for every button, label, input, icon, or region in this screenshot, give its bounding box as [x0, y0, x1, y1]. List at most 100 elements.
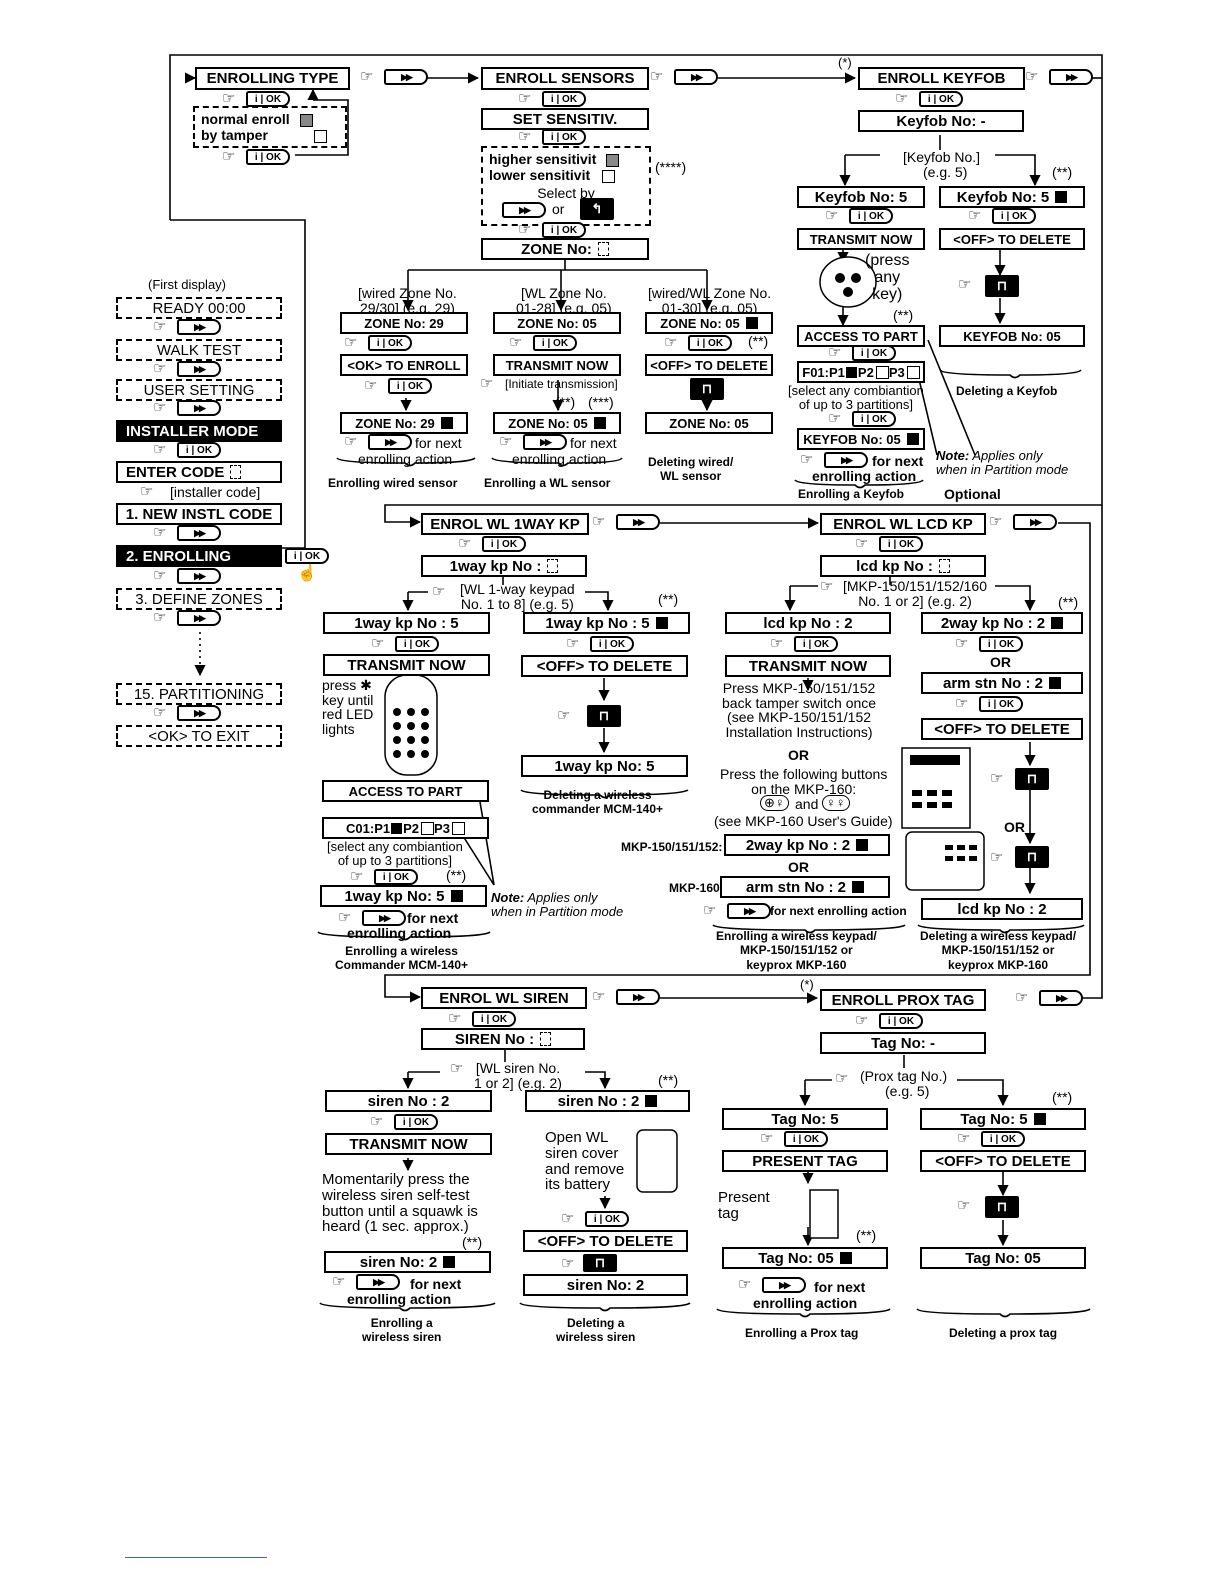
next-key-icon: ▶▶ [824, 452, 868, 468]
for-next-label: for next [415, 435, 462, 451]
next-key-icon: ▶▶ [384, 69, 428, 85]
lcd-kp-no-box: lcd kp No : [820, 555, 986, 577]
next-key-icon: ▶▶ [177, 610, 221, 626]
ok-key: i | OK [285, 548, 329, 564]
next-key-icon: ▶▶ [727, 903, 771, 919]
hand-pointer-icon: ☞ [855, 1012, 869, 1029]
kp-transmit-now-box: TRANSMIT NOW [323, 654, 490, 676]
enrol-wl-lcd-kp-box: ENROL WL LCD KP [820, 513, 986, 535]
zone05-del-box: ZONE No: 05 [645, 312, 773, 334]
tag-no-05-box: Tag No: 05 [722, 1247, 888, 1269]
lcd-off-to-delete-box: <OFF> TO DELETE [921, 718, 1083, 740]
enrolling-action-label: enrolling action [812, 468, 917, 484]
block-cursor-icon [856, 839, 869, 851]
enroll-keyfob-box: ENROLL KEYFOB [858, 67, 1025, 90]
enrolling-action-label: enrolling action [512, 451, 607, 467]
select-partitions-hint: [select any combiantion of up to 3 parti… [327, 839, 463, 868]
hand-pointer-icon: ☞ [561, 1255, 575, 1272]
installer-code-hint: [installer code] [170, 484, 261, 500]
ok-key-icon: i | OK [542, 129, 586, 145]
hand-pointer-icon: ☞ [364, 377, 378, 394]
ok-key-icon: i | OK [395, 636, 439, 652]
keyfob-no-5-box: Keyfob No: 5 [797, 186, 925, 208]
hand-pointer-icon: ☞ [760, 1130, 774, 1147]
next-key-icon: ▶▶ [616, 989, 660, 1005]
keyfob-no-5-del-box: Keyfob No: 5 [939, 186, 1085, 208]
option-by-tamper: by tamper [201, 127, 339, 143]
menu-user-setting: USER SETTING [116, 379, 282, 401]
optional-label: Optional [944, 486, 1001, 502]
menu-installer-mode: INSTALLER MODE [116, 420, 282, 442]
menu-ready: READY 00:00 [116, 297, 282, 319]
select-partitions-hint: [select any combiantion of up to 3 parti… [788, 383, 924, 412]
enrolling-type-box: ENROLLING TYPE [195, 67, 350, 90]
for-next-label: for next [570, 435, 617, 451]
hand-pointer-icon: ☞ [664, 334, 678, 351]
press-mkp160-instructions: Press the following buttons on the MKP-1… [720, 766, 888, 797]
hand-pointer-icon: ☞ [825, 207, 839, 224]
wiredwl-zone-header: [wired/WL Zone No. 01-30] (e.g. 05) [648, 285, 772, 316]
keyfob-no-header: [Keyfob No.] [903, 149, 981, 165]
siren-no2-deleted-box: siren No: 2 [523, 1274, 688, 1296]
stars2-note: (**) [462, 1234, 483, 1250]
oneway-kp-no-box: 1way kp No : [421, 555, 587, 577]
hand-pointer-icon: ☞ [153, 318, 167, 335]
hand-pointer-icon: ☞ [968, 207, 982, 224]
hand-pointer-icon: ☞ [738, 1276, 752, 1293]
star1-note: (*) [800, 977, 814, 992]
wl-zone-header: [WL Zone No. 01-28] (e.g. 05) [516, 285, 612, 316]
hand-pointer-icon: ☝ [297, 565, 317, 582]
ok-key-icon: i | OK [979, 696, 1023, 712]
hand-pointer-icon: ☞ [332, 1273, 346, 1290]
oneway-kp-5-del-box: 1way kp No : 5 [523, 612, 690, 634]
tag-no-5-del-box: Tag No: 5 [920, 1108, 1086, 1130]
unlock-key-icon: ⊓ [1015, 768, 1049, 790]
caption-deleting-prox: Deleting a prox tag [949, 1326, 1058, 1340]
first-display-label: (First display) [148, 277, 227, 292]
block-cursor-icon [839, 1252, 852, 1264]
open-wl-siren-instructions: Open WL siren cover and remove its batte… [545, 1129, 625, 1194]
hand-pointer-icon: ☞ [518, 90, 532, 107]
unlock-key-icon: ⊓ [690, 378, 724, 400]
ok-key-icon: i | OK [246, 91, 290, 107]
caption-deleting-siren: Deleting a wireless siren [556, 1316, 636, 1345]
hand-pointer-icon: ☞ [566, 635, 580, 652]
lcd-kp-no-2-box: lcd kp No : 2 [921, 898, 1083, 920]
cursor-icon [938, 559, 950, 573]
stars2-note: (**) [446, 867, 467, 883]
caption-deleting-mcm: Deleting a wireless commander MCM-140+ [532, 788, 664, 817]
block-cursor-icon [593, 417, 606, 429]
hand-pointer-icon: ☞ [592, 988, 606, 1005]
siren-no-2-box: siren No : 2 [325, 1090, 492, 1112]
next-key-icon: ▶▶ [177, 525, 221, 541]
hand-pointer-icon: ☞ [650, 68, 664, 85]
partition-note: Note: Applies only when in Partition mod… [936, 448, 1069, 477]
hand-pointer-icon: ☞ [338, 909, 352, 926]
hand-pointer-icon: ☞ [518, 128, 532, 145]
zone29-box: ZONE No: 29 [340, 312, 468, 334]
enrol-wl-1way-kp-box: ENROL WL 1WAY KP [421, 513, 589, 535]
mkp160-button-icon: ♀♀ [822, 795, 850, 811]
wl-1way-header: [WL 1-way keypad No. 1 to 8] (e.g. 5) [460, 581, 575, 612]
caption-deleting-keyfob: Deleting a Keyfob [956, 384, 1058, 398]
footer-rule [125, 1557, 267, 1558]
or-label: OR [788, 747, 809, 763]
next-key-icon: ▶▶ [523, 434, 567, 450]
stars2-note: (**) [555, 394, 576, 410]
checkbox-icon [602, 169, 616, 183]
ok-key-icon: i | OK [992, 208, 1036, 224]
ok-key-icon: i | OK [585, 1211, 629, 1227]
hand-pointer-icon: ☞ [990, 770, 1004, 787]
ok-key-icon: i | OK [849, 208, 893, 224]
partition-note: Note: Applies only when in Partition mod… [491, 890, 624, 919]
next-key-icon: ▶▶ [674, 69, 718, 85]
oneway-kp-5-box: 1way kp No : 5 [323, 612, 490, 634]
hand-pointer-icon: ☞ [561, 1210, 575, 1227]
option-lower: lower sensitivit [489, 167, 643, 183]
wl-siren-header: [WL siren No. 1 or 2] (e.g. 2) [474, 1060, 562, 1091]
enroll-sensors-box: ENROLL SENSORS [481, 67, 649, 90]
hand-pointer-icon: ☞ [509, 334, 523, 351]
block-cursor-icon [1051, 617, 1064, 629]
mkp-header: [MKP-150/151/152/160 No. 1 or 2] (e.g. 2… [843, 578, 987, 609]
ok-key-icon: i | OK [784, 1131, 828, 1147]
